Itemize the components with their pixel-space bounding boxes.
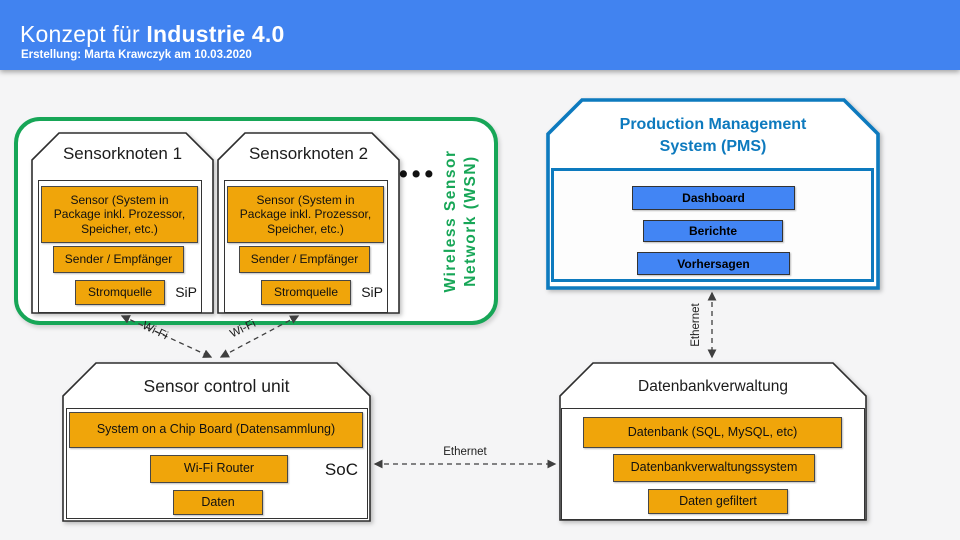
more-nodes-ellipsis: ••• [399,160,438,188]
power-box-2: Stromquelle [261,280,351,305]
daten-gefiltert-box: Daten gefiltert [648,489,788,514]
sensor-node-1-title: Sensorknoten 1 [62,144,183,163]
sensor-box-2: Sensor (System in Package inkl. Prozesso… [227,186,384,243]
sip-tag-1: SiP [175,284,197,300]
pms-title-line2: System (PMS) [659,137,767,155]
pms-title-line1: Production Management [619,116,807,133]
sensor-node-1: Sensorknoten 1 Sensor (System in Package… [31,132,214,314]
wifi-router-box: Wi-Fi Router [150,455,288,483]
page-title: Konzept für Industrie 4.0 [20,21,285,48]
transceiver-box-2: Sender / Empfänger [239,246,370,273]
berichte-button: Berichte [643,220,783,242]
power-box-1: Stromquelle [75,280,165,305]
ethernet-label-horizontal: Ethernet [443,446,487,458]
page-subtitle: Erstellung: Marta Krawczyk am 10.03.2020 [21,49,252,61]
sensor-node-2-title: Sensorknoten 2 [248,144,369,163]
pms-card: Production Management System (PMS) Dashb… [546,98,880,290]
wsn-label: Wireless Sensor Network (WSN) [441,150,481,293]
pms-title: Production Management System (PMS) [548,114,878,157]
daten-box: Daten [173,490,263,515]
soc-board-box: System on a Chip Board (Datensammlung) [69,412,363,448]
sensor-node-2: Sensorknoten 2 Sensor (System in Package… [217,132,400,314]
scu-title: Sensor control unit [143,376,290,396]
page-title-regular: Konzept für [20,21,147,47]
soc-tag: SoC [324,460,358,479]
db-title: Datenbankverwaltung [638,378,788,395]
wsn-label-line1: Wireless Sensor [441,149,459,293]
dbms-box: Datenbankverwaltungssystem [613,454,815,482]
vorhersagen-button: Vorhersagen [637,252,790,275]
dashboard-button: Dashboard [632,186,795,210]
ethernet-label-vertical: Ethernet [690,303,702,347]
sip-tag-2: SiP [361,284,383,300]
page-title-bold: Industrie 4.0 [146,21,285,47]
datenbank-box: Datenbank (SQL, MySQL, etc) [583,417,842,448]
slide-header: Konzept für Industrie 4.0 Erstellung: Ma… [0,0,960,70]
sensor-box-1: Sensor (System in Package inkl. Prozesso… [41,186,198,243]
transceiver-box-1: Sender / Empfänger [53,246,184,273]
wsn-label-line2: Network (WSN) [462,155,479,287]
sensor-control-unit-card: Sensor control unit System on a Chip Boa… [62,362,371,522]
database-card: Datenbankverwaltung Datenbank (SQL, MySQ… [559,362,867,521]
